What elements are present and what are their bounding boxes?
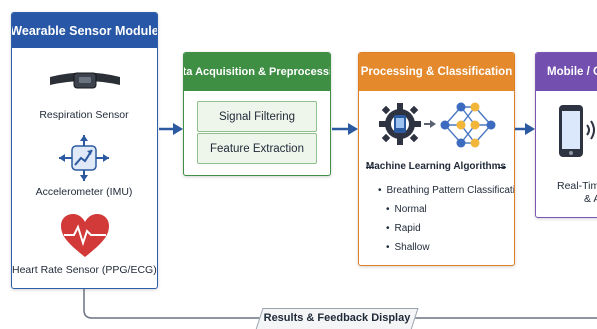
processing-card: Processing & Classification [358,52,515,266]
belt-sensor-icon [48,68,122,94]
accelerometer-label: Accelerometer (IMU) [35,186,133,198]
ml-item-shallow: Shallow [386,242,430,253]
neural-network-icon [439,99,497,151]
wearable-sensor-card: Wearable Sensor Module Respiration Senso… [11,12,158,289]
ml-item-classification: Breathing Pattern Classification [378,185,514,196]
ml-item-rapid: Rapid [386,223,421,234]
wearable-card-title: Wearable Sensor Module [12,13,157,48]
ml-algorithms-title: Machine Learning Algorithms [365,161,507,172]
acquisition-card-title: Data Acquisition & Preprocessing [184,53,330,91]
heart-rate-sensor-label: Heart Rate Sensor (PPG/ECG) [12,264,157,276]
feature-extraction-step: Feature Extraction [197,133,317,164]
ml-divider-right [498,167,506,168]
signal-filtering-step: Signal Filtering [197,101,317,132]
flow-arrow-3 [515,123,535,135]
mobile-text-line2: & A [584,193,597,205]
process-arrow-icon [424,119,436,129]
heart-pulse-icon [60,213,110,259]
feedback-label-text: Results & Feedback Display [263,312,411,324]
respiration-sensor-label: Respiration Sensor [39,109,129,121]
mobile-cloud-card: Mobile / Cl Real-Time & A [535,52,597,218]
smartphone-icon [557,103,597,161]
data-acquisition-card: Data Acquisition & Preprocessing Signal … [183,52,331,176]
mobile-text-line1: Real-Time [557,180,597,192]
flow-arrow-1 [159,123,183,135]
flow-arrow-2 [332,123,358,135]
gear-chip-icon [377,101,423,147]
mobile-card-title: Mobile / Cl [536,53,597,91]
processing-card-title: Processing & Classification [359,53,514,91]
accelerometer-icon [57,134,111,182]
ml-divider-left [366,167,374,168]
ml-item-normal: Normal [386,204,427,215]
